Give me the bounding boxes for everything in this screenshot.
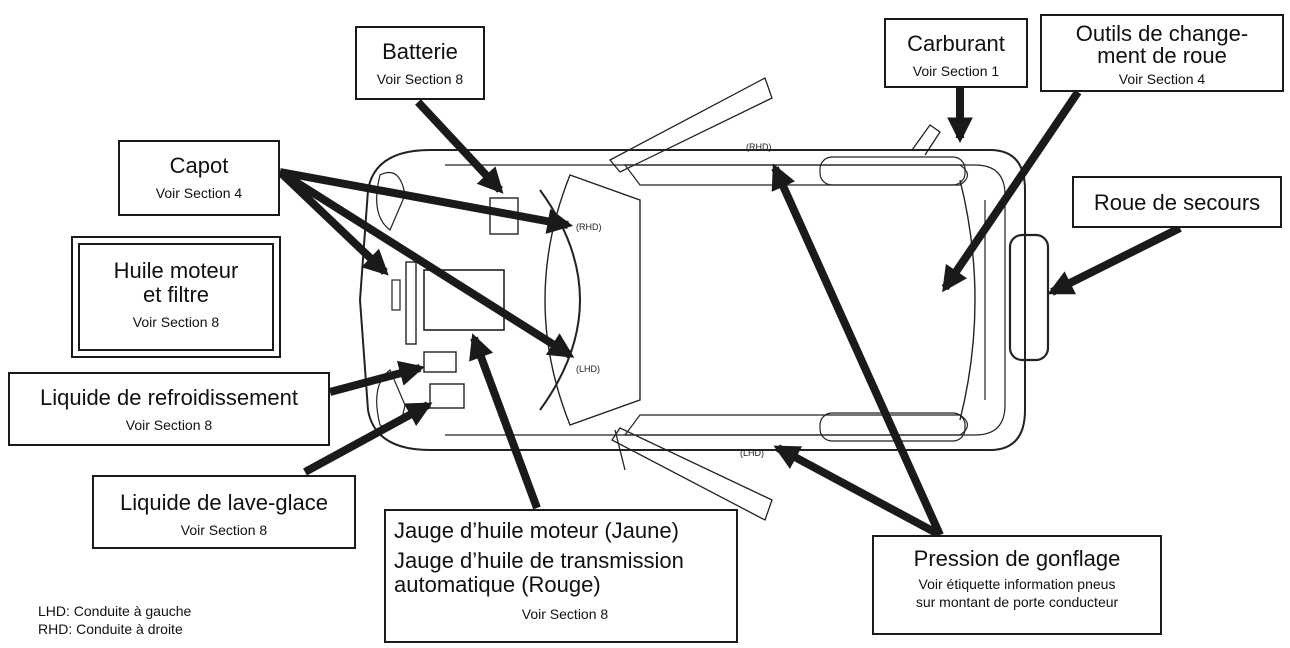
pointer-arrows	[277, 88, 1182, 539]
label-outils-title-1: Outils de change-	[1075, 21, 1249, 46]
label-carburant-title: Carburant	[907, 31, 1005, 56]
label-capot: Capot Voir Section 4	[118, 140, 280, 216]
label-pression-sub-1: Voir étiquette information pneus	[918, 576, 1116, 592]
arrow-pression-top	[771, 163, 944, 537]
label-refroid-title: Liquide de refroidissement	[39, 385, 299, 410]
label-batterie-title: Batterie	[382, 39, 458, 64]
label-roue-title: Roue de secours	[1093, 190, 1261, 215]
legend-rhd: RHD: Conduite à droite	[38, 621, 183, 637]
label-outils-title-2: ment de roue	[1097, 43, 1227, 68]
label-huile: Huile moteur et filtre Voir Section 8	[71, 236, 281, 358]
label-laveglace-sub: Voir Section 8	[180, 522, 268, 538]
car-body	[358, 77, 1050, 521]
arrow-jauge	[469, 333, 541, 510]
arrow-pression-bottom	[773, 444, 942, 539]
car-tag-lhd-bottom: (LHD)	[740, 448, 764, 458]
label-huile-title-1: Huile moteur	[113, 258, 239, 283]
label-jauge-sub: Voir Section 8	[521, 606, 609, 622]
label-carburant-sub: Voir Section 1	[912, 63, 1000, 79]
label-roue-de-secours: Roue de secours	[1072, 176, 1282, 228]
legend: LHD: Conduite à gauche RHD: Conduite à d…	[38, 602, 191, 638]
label-capot-sub: Voir Section 4	[155, 185, 243, 201]
arrow-capot-rhd	[279, 168, 574, 234]
arrow-batterie	[415, 99, 504, 194]
label-pression-title: Pression de gonflage	[913, 546, 1121, 571]
label-pression-sub-2: sur montant de porte conducteur	[915, 594, 1119, 610]
arrow-outils	[941, 89, 1082, 293]
label-outils: Outils de change- ment de roue Voir Sect…	[1040, 14, 1284, 92]
label-batterie: Batterie Voir Section 8	[355, 26, 485, 100]
label-jauge-line2: Jauge d’huile de transmission	[394, 548, 684, 573]
label-jauge-line3: automatique (Rouge)	[394, 572, 601, 597]
label-huile-title-2: et filtre	[142, 282, 210, 307]
car-tag-rhd-hood: (RHD)	[576, 222, 602, 232]
car-tag-lhd-hood: (LHD)	[576, 364, 600, 374]
label-refroid-sub: Voir Section 8	[125, 417, 213, 433]
label-jauge: Jauge d’huile moteur (Jaune) Jauge d’hui…	[384, 509, 738, 643]
label-refroidissement: Liquide de refroidissement Voir Section …	[8, 372, 330, 446]
label-capot-title: Capot	[169, 153, 229, 178]
label-pression: Pression de gonflage Voir étiquette info…	[872, 535, 1162, 635]
label-carburant: Carburant Voir Section 1	[884, 18, 1028, 88]
arrow-roue	[1047, 224, 1182, 296]
arrow-capot-engine	[277, 169, 389, 276]
arrow-capot-lhd	[277, 168, 575, 359]
arrow-laveglace	[303, 401, 433, 476]
legend-lhd: LHD: Conduite à gauche	[38, 603, 192, 619]
label-huile-sub: Voir Section 8	[132, 314, 220, 330]
car-tag-rhd-top: (RHD)	[746, 142, 772, 152]
label-jauge-line1: Jauge d’huile moteur (Jaune)	[394, 518, 679, 543]
label-batterie-sub: Voir Section 8	[376, 71, 464, 87]
label-laveglace-title: Liquide de lave-glace	[120, 490, 328, 515]
label-outils-sub: Voir Section 4	[1118, 71, 1206, 87]
label-lave-glace: Liquide de lave-glace Voir Section 8	[92, 475, 356, 549]
arrow-refroid	[328, 360, 425, 396]
